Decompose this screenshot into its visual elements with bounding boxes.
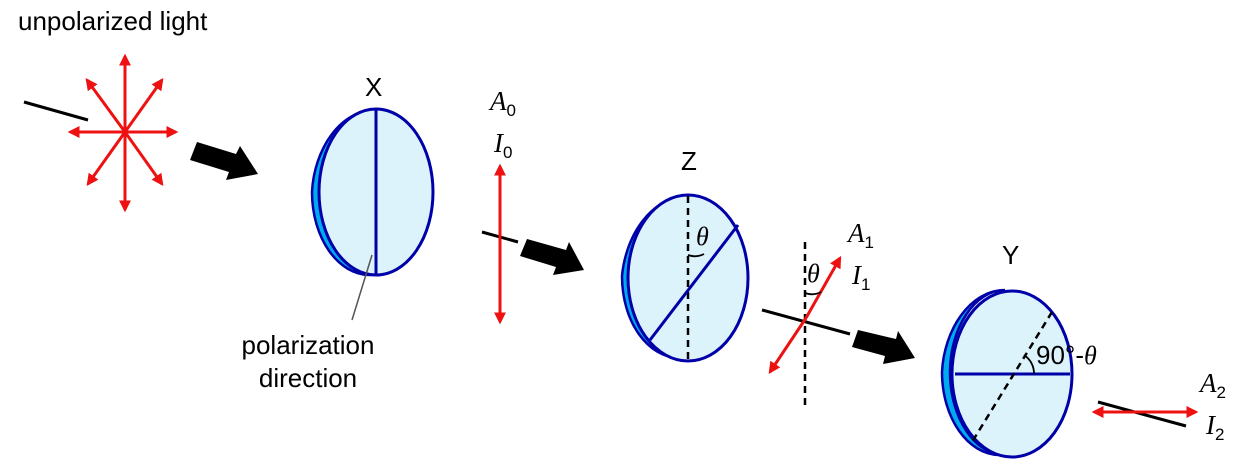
polarization-label: polarization [242, 330, 375, 360]
ray-up-left [85, 78, 127, 133]
polarizer-y-angle-label: 90°-θ [1036, 340, 1097, 370]
unpolarized-light-label: unpolarized light [18, 6, 208, 36]
polarizer-z [620, 193, 750, 363]
intensity-2-label: I2 [1205, 410, 1224, 444]
intensity-0-label: I0 [493, 128, 512, 162]
beam-1-theta-label: θ [807, 259, 820, 288]
polarizer-z-label: Z [681, 146, 697, 176]
incoming-beam [23, 100, 89, 122]
block-arrow-1 [190, 142, 258, 180]
intensity-1-label: I1 [851, 260, 870, 294]
polarizer-x-label: X [365, 72, 382, 102]
polarizer-y-angle-arc [1023, 354, 1035, 375]
polarizer-z-angle-arc [687, 253, 705, 258]
amplitude-0-label: A0 [488, 86, 516, 120]
ray-down-right [123, 131, 164, 186]
ray-up-right [123, 78, 164, 133]
polarization-leader-line [351, 254, 373, 321]
beam-segment-1 [761, 308, 851, 336]
block-arrow-3 [852, 330, 915, 364]
polarizer-x [310, 107, 435, 277]
polarizer-y-label: Y [1002, 240, 1019, 270]
polarizer-y-reference-line [970, 311, 1054, 443]
direction-label: direction [259, 363, 357, 393]
polarizer-z-axis [648, 224, 740, 341]
beam-1-angle-arc [804, 291, 822, 296]
unpolarized-light-symbol [67, 53, 179, 213]
beam-segment-2 [1097, 400, 1187, 428]
amplitude-1-label: A1 [846, 218, 874, 252]
ray-down-left [86, 131, 127, 186]
polarization-1-arrow-down [768, 317, 808, 374]
block-arrow-2 [520, 239, 584, 275]
polarizer-z-face [626, 193, 750, 363]
polarization-1-arrow-up [804, 255, 842, 319]
polarizer-y [940, 288, 1074, 459]
amplitude-2-label: A2 [1198, 368, 1226, 402]
polarizer-z-theta-label: θ [696, 222, 709, 251]
